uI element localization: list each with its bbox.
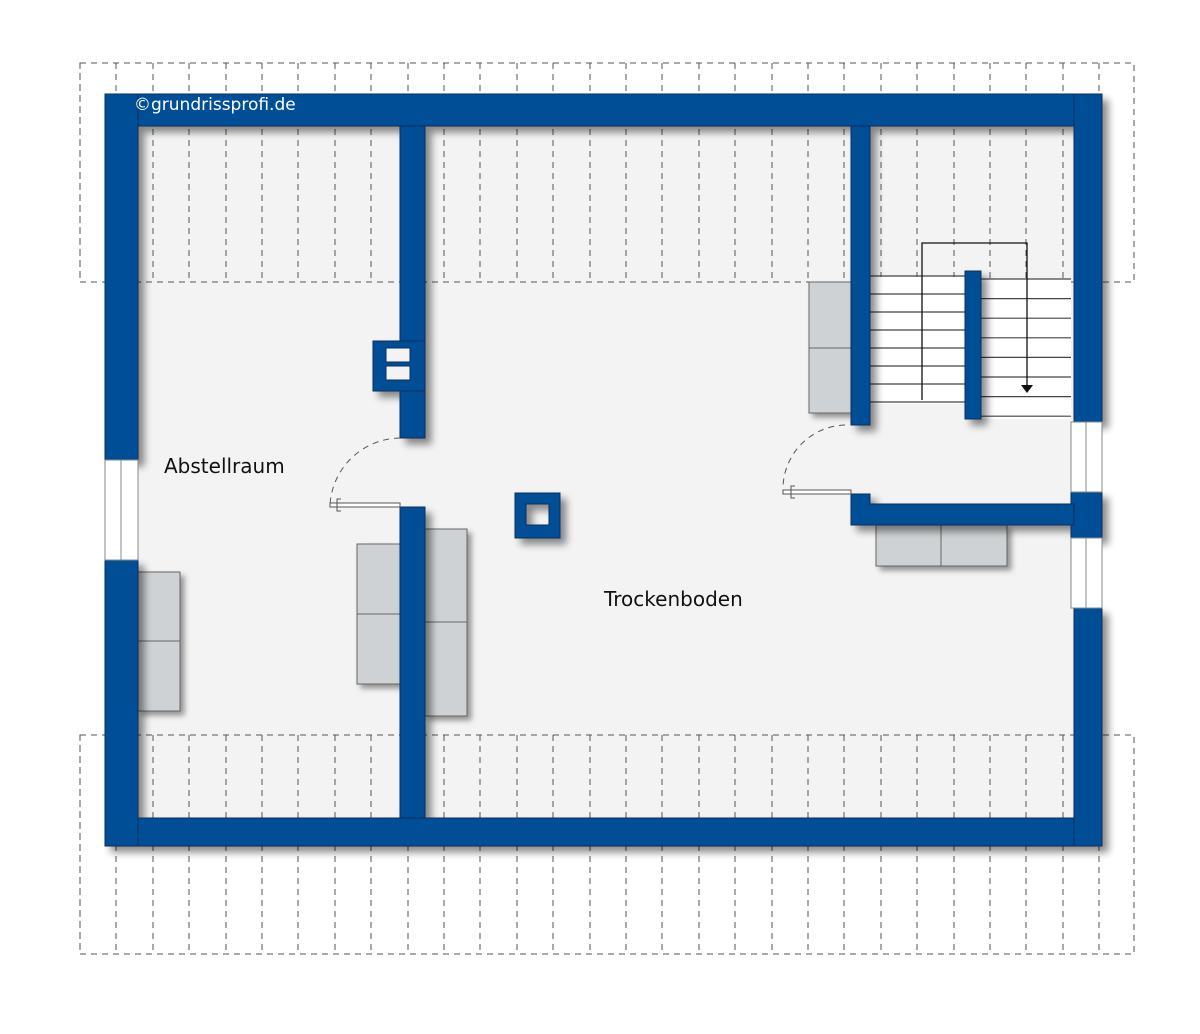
chimney-flue bbox=[385, 347, 411, 363]
wall-outer-right-lower bbox=[1073, 607, 1103, 847]
wall-stair-bottom bbox=[850, 493, 1075, 526]
copyright-label: ©grundrissprofi.de bbox=[134, 95, 296, 115]
wall-partition-lower bbox=[399, 506, 426, 819]
door-swing-arc bbox=[782, 424, 846, 492]
arrow-head-icon bbox=[1021, 385, 1033, 393]
door-stair[interactable] bbox=[782, 424, 852, 499]
door-leaf bbox=[782, 489, 852, 495]
door-stop bbox=[336, 498, 341, 512]
room-label-trockenboden: Trockenboden bbox=[603, 587, 743, 611]
furniture bbox=[137, 281, 1008, 717]
stair-flight-left bbox=[870, 277, 966, 404]
wall-outer-left-upper bbox=[104, 93, 139, 461]
room-label-abstellraum: Abstellraum bbox=[164, 454, 285, 478]
rafter-outline bbox=[79, 734, 1135, 955]
door-abstellraum[interactable] bbox=[329, 437, 401, 512]
door-leaf bbox=[329, 502, 401, 508]
chimney-flue bbox=[385, 365, 411, 381]
wall-outer-right-upper bbox=[1073, 93, 1103, 423]
door-stop bbox=[790, 485, 795, 499]
wall-outer-left-lower bbox=[104, 559, 139, 847]
windows bbox=[104, 421, 1103, 609]
staircase bbox=[870, 242, 1071, 419]
walls bbox=[104, 93, 1103, 847]
stair-direction-arrow bbox=[921, 242, 1028, 400]
chimney-freestanding bbox=[514, 492, 561, 539]
wall-stair-center bbox=[964, 270, 982, 420]
rafter-outline bbox=[79, 62, 1135, 283]
wall-outer-right-mid bbox=[1070, 491, 1103, 539]
floor-area bbox=[138, 126, 1074, 818]
wall-outer-bottom bbox=[104, 817, 1102, 847]
stair-flight-right bbox=[980, 279, 1071, 419]
wall-stair-left bbox=[850, 125, 871, 426]
door-swing-arc bbox=[329, 437, 401, 506]
